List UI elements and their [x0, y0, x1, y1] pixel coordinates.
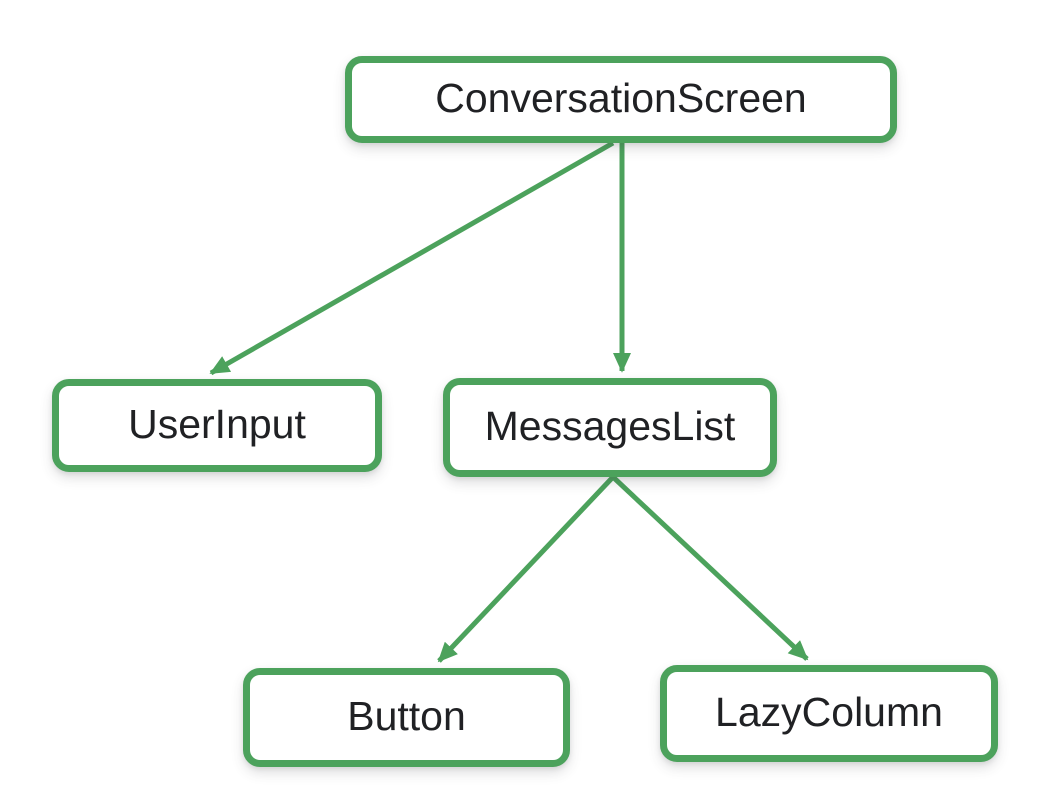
node-conversationscreen: ConversationScreen — [345, 56, 897, 143]
node-conversationscreen-label: ConversationScreen — [435, 75, 807, 121]
node-messageslist-label: MessagesList — [484, 403, 736, 449]
node-lazycolumn-label: LazyColumn — [715, 689, 943, 735]
node-userinput-label: UserInput — [128, 401, 306, 447]
node-userinput: UserInput — [52, 379, 382, 472]
node-button: Button — [243, 668, 570, 767]
node-lazycolumn: LazyColumn — [660, 665, 998, 762]
edge-messageslist-to-lazycolumn — [611, 475, 809, 661]
edge-conversationscreen-to-userinput — [209, 140, 615, 376]
edge-messageslist-to-button — [437, 475, 615, 663]
node-button-label: Button — [347, 693, 466, 739]
node-messageslist: MessagesList — [443, 378, 777, 477]
